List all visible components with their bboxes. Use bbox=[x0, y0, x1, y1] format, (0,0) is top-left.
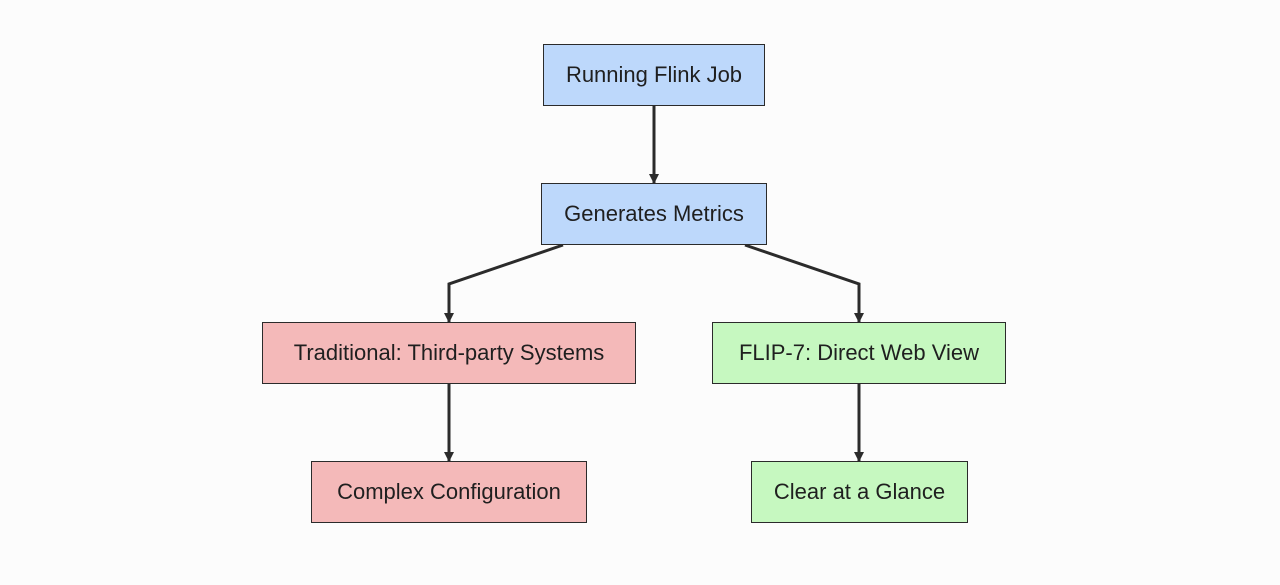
node-generates-metrics: Generates Metrics bbox=[541, 183, 767, 245]
edge-metrics-to-flip7 bbox=[744, 243, 864, 323]
node-running-flink-job: Running Flink Job bbox=[543, 44, 765, 106]
node-traditional-third-party: Traditional: Third-party Systems bbox=[262, 322, 636, 384]
node-clear-at-a-glance: Clear at a Glance bbox=[751, 461, 968, 523]
node-flip7-direct-web-view: FLIP-7: Direct Web View bbox=[712, 322, 1006, 384]
edge-metrics-to-traditional bbox=[444, 243, 564, 323]
node-complex-configuration: Complex Configuration bbox=[311, 461, 587, 523]
